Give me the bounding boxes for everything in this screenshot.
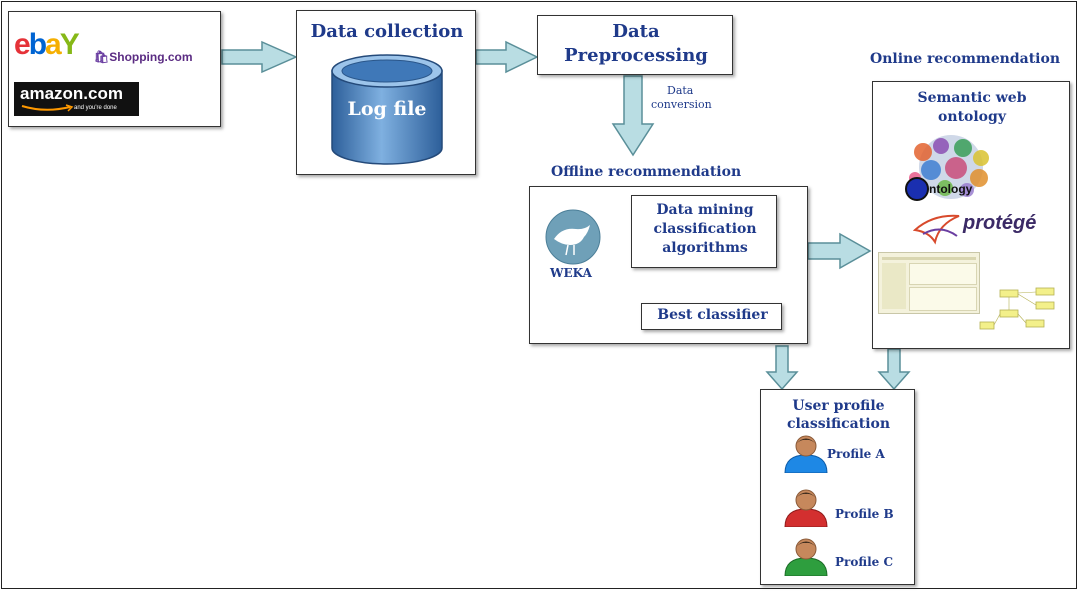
sources-box: ebaY 🛍Shopping.com amazon.com and you're… — [8, 11, 221, 127]
arrow-preprocessing-to-offline — [611, 75, 655, 157]
protege-logo-text: protégé — [963, 212, 1037, 234]
preprocessing-title-line1: Data — [612, 21, 660, 42]
profile-c-label: Profile C — [835, 555, 893, 569]
data-mining-box: Data mining classification algorithms — [631, 195, 777, 268]
user-profile-title-line2: classification — [786, 416, 891, 432]
arrow-offline-to-online — [807, 232, 872, 270]
profile-a-avatar-icon — [784, 435, 828, 473]
preprocessing-title-line2: Preprocessing — [564, 45, 708, 66]
best-classifier-label: Best classifier — [657, 307, 768, 323]
semantic-web-line2: ontology — [938, 109, 1006, 125]
arrow-online-to-profiles — [877, 348, 911, 391]
weka-bird-icon — [545, 209, 601, 265]
weka-label: WEKA — [550, 266, 592, 280]
log-file-label: Log file — [347, 98, 427, 120]
amazon-logo: amazon.com and you're done — [14, 82, 139, 116]
preprocessing-box: Data Preprocessing — [537, 15, 733, 75]
data-collection-title: Data collection — [310, 21, 464, 42]
data-conversion-label-line1: Data — [667, 84, 694, 97]
amazon-smile-icon — [21, 104, 74, 112]
data-collection-box: Data collection Log file — [296, 10, 476, 175]
profile-b-avatar-icon — [784, 489, 828, 527]
ebay-logo: ebaY — [14, 28, 80, 61]
protege-logo-icon — [913, 214, 960, 245]
best-classifier-box: Best classifier — [641, 303, 782, 330]
arrow-offline-to-profiles — [765, 345, 799, 391]
ontology-graph-thumbnail — [979, 287, 1055, 330]
shopping-bag-icon: 🛍 — [94, 50, 110, 64]
ontology-logo: ntology — [905, 177, 972, 201]
data-mining-line1: Data mining — [656, 202, 754, 218]
data-conversion-label-line2: conversion — [651, 98, 712, 111]
profile-c-avatar-icon — [784, 538, 828, 576]
profile-a-label: Profile A — [827, 447, 885, 461]
data-mining-line2: classification — [653, 221, 757, 237]
profile-b-label: Profile B — [835, 507, 894, 521]
ontology-o-icon — [905, 177, 929, 201]
protege-screenshot-thumbnail — [878, 252, 980, 314]
arrow-collection-to-preprocessing — [475, 40, 539, 74]
user-profile-box: User profile classification Profile A Pr… — [760, 389, 915, 585]
online-box: Semantic web ontology ntology protégé — [872, 81, 1070, 349]
user-profile-title-line1: User profile — [792, 398, 885, 414]
arrow-sources-to-collection — [221, 40, 298, 74]
offline-recommendation-title: Offline recommendation — [551, 164, 742, 180]
shopping-logo: 🛍Shopping.com — [94, 50, 193, 64]
ontology-network-icon — [909, 135, 989, 199]
database-cylinder-icon — [331, 54, 443, 165]
semantic-web-line1: Semantic web — [917, 90, 1027, 106]
data-mining-line3: algorithms — [662, 240, 748, 256]
online-recommendation-title: Online recommendation — [870, 51, 1060, 67]
